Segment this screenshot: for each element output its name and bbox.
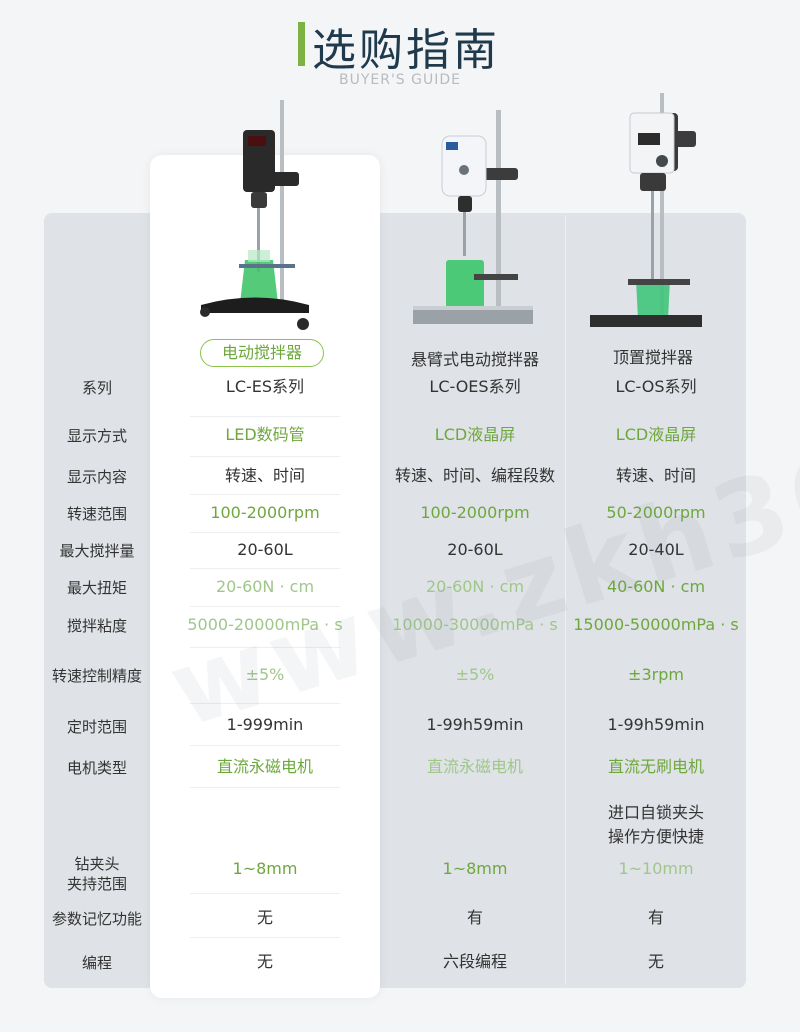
product-image-electric-stirrer bbox=[200, 100, 309, 330]
display-mode-value: LCD液晶屏 bbox=[434, 425, 516, 444]
max-torque-value: 40-60N · cm bbox=[606, 577, 706, 596]
row-label-viscosity: 搅拌粘度 bbox=[66, 617, 127, 635]
speed-range-value: 100-2000rpm bbox=[210, 503, 320, 522]
programming-value: 六段编程 bbox=[442, 952, 507, 971]
motor-type-value: 直流永磁电机 bbox=[216, 757, 313, 776]
chuck-range-value: 1~8mm bbox=[232, 859, 298, 878]
chuck-range-value: 1~8mm bbox=[442, 859, 508, 878]
viscosity-value: 15000-50000mPa · s bbox=[573, 615, 739, 634]
column-divider bbox=[565, 215, 566, 985]
display-mode-value: LCD液晶屏 bbox=[615, 425, 697, 444]
row-label-series: 系列 bbox=[81, 379, 112, 397]
memory-value: 无 bbox=[256, 908, 273, 927]
chuck-note: 操作方便快捷 bbox=[607, 827, 704, 846]
page-title: 选购指南 bbox=[312, 25, 500, 76]
max-volume-value: 20-60L bbox=[237, 540, 293, 559]
row-label-motor-type: 电机类型 bbox=[66, 759, 127, 777]
row-separator bbox=[190, 937, 340, 938]
display-content-value: 转速、时间 bbox=[224, 466, 305, 485]
memory-value: 有 bbox=[647, 908, 664, 927]
row-label-max-volume: 最大搅拌量 bbox=[59, 542, 135, 560]
row-separator bbox=[190, 494, 340, 495]
timer-range-value: 1-99h59min bbox=[607, 715, 705, 734]
programming-value: 无 bbox=[647, 952, 664, 971]
row-label-memory: 参数记忆功能 bbox=[51, 910, 142, 928]
row-separator bbox=[190, 416, 340, 417]
speed-precision-value: ±5% bbox=[245, 665, 285, 684]
product-name-overhead-stirrer: 顶置搅拌器 bbox=[612, 348, 693, 367]
timer-range-value: 1-99h59min bbox=[426, 715, 524, 734]
row-separator bbox=[190, 703, 340, 704]
chuck-note: 进口自锁夹头 bbox=[607, 803, 704, 822]
row-label-speed-range: 转速范围 bbox=[66, 505, 127, 523]
row-separator bbox=[190, 745, 340, 746]
row-label-timer-range: 定时范围 bbox=[66, 718, 127, 736]
row-separator bbox=[190, 606, 340, 607]
product-name-cantilever-stirrer: 悬臂式电动搅拌器 bbox=[410, 350, 539, 369]
row-separator bbox=[190, 568, 340, 569]
page-header: 选购指南 BUYER'S GUIDE bbox=[0, 0, 800, 100]
row-label-programming: 编程 bbox=[81, 954, 112, 972]
display-content-value: 转速、时间 bbox=[615, 466, 696, 485]
row-label-speed-precision: 转速控制精度 bbox=[51, 667, 142, 685]
row-label-chuck-range: 钻夹头 bbox=[74, 855, 120, 873]
speed-precision-value: ±3rpm bbox=[628, 665, 684, 684]
series-value: LC-ES系列 bbox=[225, 377, 305, 396]
row-label-display-content: 显示内容 bbox=[66, 468, 127, 486]
series-value: LC-OES系列 bbox=[429, 377, 521, 396]
product-name-electric-stirrer: 电动搅拌器 bbox=[200, 339, 324, 367]
row-separator bbox=[190, 456, 340, 457]
memory-value: 有 bbox=[466, 908, 483, 927]
row-separator bbox=[190, 787, 340, 788]
title-accent-bar bbox=[298, 22, 305, 66]
chuck-range-value: 1~10mm bbox=[618, 859, 694, 878]
max-torque-value: 20-60N · cm bbox=[215, 577, 315, 596]
row-label-max-torque: 最大扭矩 bbox=[66, 579, 127, 597]
speed-range-value: 50-2000rpm bbox=[606, 503, 706, 522]
row-label-chuck-range: 夹持范围 bbox=[66, 875, 127, 893]
product-image-overhead-stirrer bbox=[590, 93, 702, 327]
row-separator bbox=[190, 532, 340, 533]
page-subtitle: BUYER'S GUIDE bbox=[338, 72, 461, 88]
row-separator bbox=[190, 647, 340, 648]
max-volume-value: 20-40L bbox=[628, 540, 684, 559]
motor-type-value: 直流永磁电机 bbox=[426, 757, 523, 776]
row-separator bbox=[190, 893, 340, 894]
max-torque-value: 20-60N · cm bbox=[425, 577, 525, 596]
series-value: LC-OS系列 bbox=[615, 377, 697, 396]
max-volume-value: 20-60L bbox=[447, 540, 503, 559]
speed-precision-value: ±5% bbox=[455, 665, 495, 684]
row-label-display-mode: 显示方式 bbox=[66, 427, 127, 445]
speed-range-value: 100-2000rpm bbox=[420, 503, 530, 522]
viscosity-value: 10000-30000mPa · s bbox=[392, 615, 558, 634]
display-content-value: 转速、时间、编程段数 bbox=[394, 466, 555, 485]
programming-value: 无 bbox=[256, 952, 273, 971]
timer-range-value: 1-999min bbox=[226, 715, 304, 734]
display-mode-value: LED数码管 bbox=[225, 425, 305, 444]
viscosity-value: 5000-20000mPa · s bbox=[187, 615, 343, 634]
product-image-cantilever-stirrer bbox=[413, 110, 533, 324]
motor-type-value: 直流无刷电机 bbox=[607, 757, 704, 776]
